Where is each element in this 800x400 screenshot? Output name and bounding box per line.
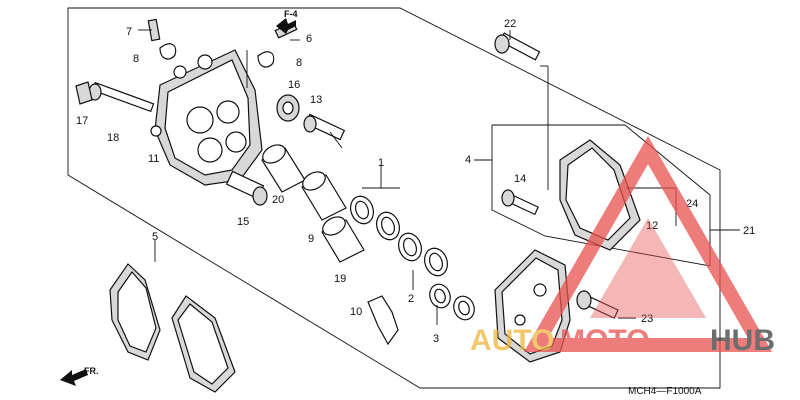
caliper-bolt — [225, 170, 268, 206]
callout-15: 15 — [237, 216, 249, 228]
callout-3: 3 — [433, 333, 439, 345]
callout-14: 14 — [514, 173, 526, 185]
figure-ref-arrow: F-4 — [276, 9, 298, 34]
watermark-triangle-outer — [523, 135, 773, 352]
bleeder-valve-top — [147, 18, 177, 60]
callout-12: 12 — [646, 220, 658, 232]
reference-code: MCH4—F1000A — [628, 386, 702, 397]
piston-20 — [261, 144, 306, 193]
callout-21: 21 — [743, 225, 755, 237]
mounting-bolt-22 — [494, 32, 541, 61]
pin-bolt — [88, 81, 155, 113]
callout-5: 5 — [152, 231, 158, 243]
watermark-triangle-inner — [590, 218, 706, 318]
clip — [150, 125, 162, 137]
front-direction-arrow: FR. — [60, 366, 99, 386]
callout-1: 1 — [378, 157, 384, 169]
callout-8-left: 8 — [133, 53, 139, 65]
leader-lines — [138, 29, 740, 325]
slide-pin — [303, 113, 346, 141]
callout-23: 23 — [641, 313, 653, 325]
callout-18: 18 — [107, 132, 119, 144]
callout-17: 17 — [76, 115, 88, 127]
bleeder-valve-right — [257, 21, 298, 68]
callout-24: 24 — [686, 198, 698, 210]
figure-ref-label: F-4 — [284, 9, 298, 19]
callout-11: 11 — [148, 153, 159, 165]
callout-2: 2 — [408, 293, 414, 305]
bracket-bolt-14 — [501, 189, 539, 216]
diagram-frame — [67, 7, 721, 389]
callout-19: 19 — [334, 273, 346, 285]
callout-7: 7 — [126, 26, 132, 38]
watermark-text-auto: AUTO — [470, 324, 554, 357]
seal-set-1 — [350, 195, 400, 241]
callout-16: 16 — [288, 79, 300, 91]
boot — [276, 94, 300, 122]
callout-9: 9 — [308, 233, 314, 245]
callout-20: 20 — [272, 194, 284, 206]
callout-4: 4 — [465, 154, 471, 166]
seal-set-2 — [398, 232, 448, 277]
seal-set-3 — [429, 283, 475, 321]
watermark-text-moto: MOTO — [560, 324, 649, 357]
mounting-bolt-23 — [576, 290, 619, 319]
callout-22: 22 — [504, 18, 516, 30]
pad-spring — [367, 295, 399, 346]
watermark-text-hub: HUB — [710, 324, 775, 357]
callout-13: 13 — [310, 94, 322, 106]
watermark-logo: AUTO MOTO HUB — [470, 135, 775, 357]
callout-8-right: 8 — [296, 57, 302, 69]
piston-19 — [321, 216, 365, 263]
callout-10: 10 — [350, 306, 362, 318]
pin-cap — [75, 81, 93, 105]
front-label: FR. — [84, 366, 99, 376]
callout-6: 6 — [306, 33, 312, 45]
caliper-body — [154, 49, 263, 186]
piston-9 — [301, 171, 347, 221]
brake-pads — [109, 263, 236, 393]
